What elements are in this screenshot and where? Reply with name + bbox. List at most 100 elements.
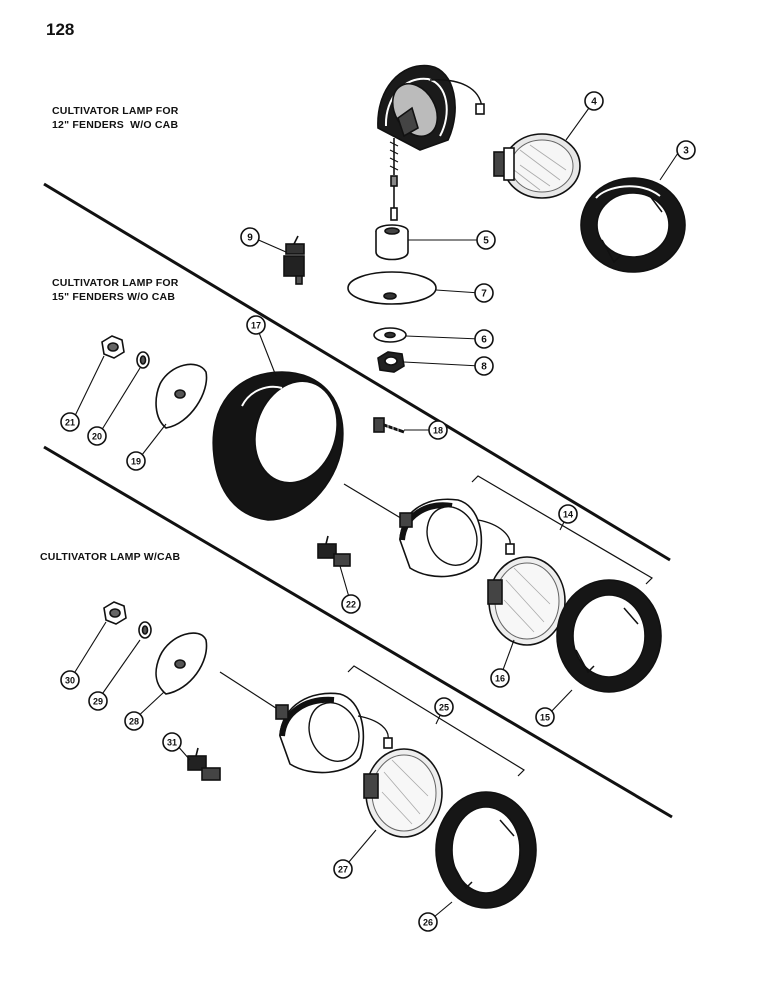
callout-circle-16 [490,668,510,688]
mid-lockwasher-20 [136,351,150,369]
mid-bolt-18 [373,417,405,434]
mid-connector-22 [317,535,351,567]
callout-label-22: 22 [346,600,356,610]
callout-label-16: 16 [495,674,505,684]
callout-label-3: 3 [683,146,689,157]
cab-plate-28 [155,632,208,695]
callout-circle-7 [474,283,494,303]
top-lamp-housing [377,64,485,221]
mid-sealed-beam-16 [487,556,566,646]
callout-label-9: 9 [247,233,253,244]
mid-plate-19 [155,363,208,429]
callout-31: 31 [162,732,182,752]
callout-label-21: 21 [65,418,75,428]
callout-label-27: 27 [338,865,348,875]
callout-label-14: 14 [563,510,573,520]
bracket-14 [471,475,653,585]
callout-27: 27 [333,859,353,879]
section-label-15in: CULTIVATOR LAMP FOR 15" FENDERS W/O CAB [52,276,179,304]
callout-circle-26 [418,912,438,932]
callout-circle-25 [434,697,454,717]
page-number: 128 [46,20,75,39]
callout-circle-28 [124,711,144,731]
divider-line-upper [43,182,671,562]
callout-3: 3 [676,140,696,160]
mid-housing-17 [212,371,344,521]
callout-29: 29 [88,691,108,711]
callout-circle-21 [60,412,80,432]
callout-circle-14 [558,504,578,524]
callout-6: 6 [474,329,494,349]
callout-circle-19 [126,451,146,471]
callout-circle-9 [240,227,260,247]
section-label-15in-line2: 15" FENDERS W/O CAB [52,291,176,303]
callout-label-5: 5 [483,236,489,247]
section-label-12in: CULTIVATOR LAMP FOR 12" FENDERS W/O CAB [52,104,179,132]
callout-5: 5 [476,230,496,250]
callout-26: 26 [418,912,438,932]
callout-label-31: 31 [167,738,177,748]
callout-25: 25 [434,697,454,717]
callout-16: 16 [490,668,510,688]
callout-30: 30 [60,670,80,690]
callout-circle-15 [535,707,555,727]
callout-circle-18 [428,420,448,440]
callout-7: 7 [474,283,494,303]
callout-9: 9 [240,227,260,247]
callout-20: 20 [87,426,107,446]
callout-circle-6 [474,329,494,349]
section-label-15in-line1: CULTIVATOR LAMP FOR [52,277,179,289]
callout-circle-4 [584,91,604,111]
callout-circle-31 [162,732,182,752]
mid-lamp-assembly-14 [343,483,515,578]
callout-28: 28 [124,711,144,731]
callout-label-19: 19 [131,457,141,467]
section-label-cab-line1: CULTIVATOR LAMP W/CAB [40,551,181,563]
callout-19: 19 [126,451,146,471]
callout-21: 21 [60,412,80,432]
callout-15: 15 [535,707,555,727]
callout-label-29: 29 [93,697,103,707]
cab-lamp-assembly-25 [219,671,393,774]
divider-line-lower [43,445,673,819]
callout-label-7: 7 [481,289,487,300]
callout-circle-20 [87,426,107,446]
top-nut [377,351,405,373]
callout-22: 22 [341,594,361,614]
section-label-12in-line2: 12" FENDERS W/O CAB [52,119,179,131]
callout-label-15: 15 [540,713,550,723]
callout-circle-17 [246,315,266,335]
callout-label-8: 8 [481,362,487,373]
callout-label-28: 28 [129,717,139,727]
callout-circle-3 [676,140,696,160]
callout-14: 14 [558,504,578,524]
top-washer [373,327,407,343]
cab-nut-30 [103,601,127,625]
top-grommet [375,224,409,261]
callout-label-18: 18 [433,426,443,436]
top-mount-plate [347,271,437,305]
callout-label-25: 25 [439,703,449,713]
callout-18: 18 [428,420,448,440]
callout-circle-30 [60,670,80,690]
callout-circle-27 [333,859,353,879]
top-sealed-beam [493,133,581,199]
section-label-cab: CULTIVATOR LAMP W/CAB [40,550,180,564]
callout-label-20: 20 [92,432,102,442]
callout-label-30: 30 [65,676,75,686]
cab-lockwasher-29 [138,621,152,639]
cab-sealed-beam-27 [363,748,443,838]
top-bezel-ring [580,177,686,273]
callout-circle-22 [341,594,361,614]
callout-4: 4 [584,91,604,111]
callout-8: 8 [474,356,494,376]
section-label-12in-line1: CULTIVATOR LAMP FOR [52,105,179,117]
cab-bezel-26 [435,791,537,909]
top-connector-9 [283,235,305,285]
cab-connector-31 [187,747,221,781]
callout-circle-5 [476,230,496,250]
callout-label-6: 6 [481,335,487,346]
callout-circle-29 [88,691,108,711]
mid-nut-21 [101,335,125,359]
